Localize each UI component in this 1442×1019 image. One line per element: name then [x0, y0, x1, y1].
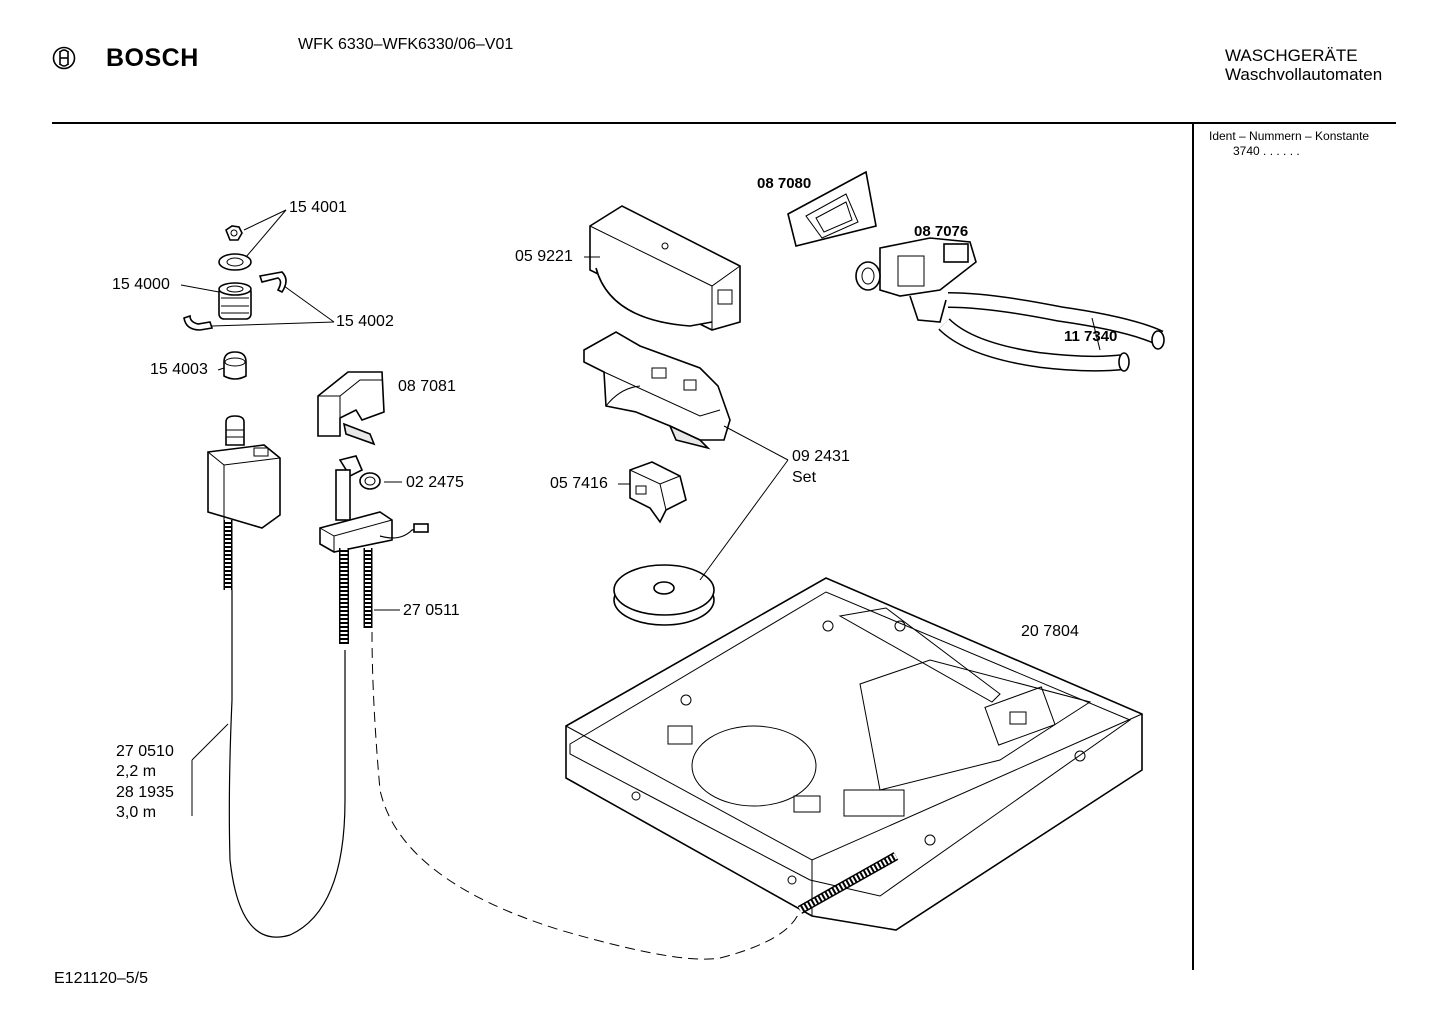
part-label-087076: 08 7076 — [914, 223, 969, 240]
part-label-087080: 08 7080 — [757, 175, 812, 192]
category-title: WASCHGERÄTE — [1225, 46, 1358, 65]
part-length-2: 3,0 m — [116, 804, 157, 821]
model-title: WFK 6330–WFK6330/06–V01 — [298, 36, 514, 53]
leader-lines — [180, 209, 1101, 816]
knob-disc-part — [613, 564, 715, 626]
part-label-154001: 15 4001 — [289, 199, 347, 216]
gasket-plate-part-087080 — [787, 170, 877, 247]
part-label-281935: 28 1935 — [116, 784, 174, 801]
part-label-270510: 27 0510 — [116, 743, 174, 760]
part-label-154002: 15 4002 — [336, 313, 394, 330]
part-label-087081: 08 7081 — [398, 378, 456, 395]
part-label-270511: 27 0511 — [403, 602, 460, 619]
cap-part-154003 — [223, 351, 247, 380]
switch-part-057416 — [629, 461, 687, 524]
drawing-code: E121120–5/5 — [54, 970, 149, 987]
part-label-154000: 15 4000 — [112, 276, 170, 293]
inlet-assembly — [319, 455, 429, 553]
nut-part-154001 — [225, 225, 243, 241]
washer-part — [218, 253, 252, 271]
part-length-1: 2,2 m — [116, 763, 157, 780]
category-subtitle: Waschvollautomaten — [1225, 65, 1383, 84]
brand-name: BOSCH — [106, 44, 199, 72]
hose-part-117340 — [938, 292, 1165, 372]
threaded-fitting-part-154000 — [218, 282, 252, 320]
aquastop-valve-box — [207, 415, 281, 529]
part-label-022475: 02 2475 — [406, 474, 464, 491]
part-label-154003: 15 4003 — [150, 361, 208, 378]
part-label-117340: 11 7340 — [1064, 328, 1118, 345]
ident-value: 3740 . . . . . . — [1233, 144, 1300, 158]
corrugated-hose-left — [223, 520, 346, 938]
part-label-set: Set — [792, 469, 817, 486]
brand-logo-icon — [52, 46, 76, 70]
corrugated-hoses-middle — [339, 548, 801, 960]
detergent-drawer-part-059221 — [589, 205, 741, 331]
part-label-092431: 09 2431 — [792, 448, 850, 465]
part-label-059221: 05 9221 — [515, 248, 573, 265]
clip-parts-154002 — [183, 271, 287, 331]
part-label-207804: 20 7804 — [1021, 623, 1079, 640]
ident-label: Ident – Nummern – Konstante — [1209, 129, 1370, 143]
part-label-057416: 05 7416 — [550, 475, 608, 492]
cover-bracket-part-087081 — [317, 371, 385, 446]
inlet-valve-part-087076 — [855, 237, 977, 323]
drawer-holder-part — [583, 331, 731, 450]
top-plate-part-207804 — [565, 577, 1143, 931]
